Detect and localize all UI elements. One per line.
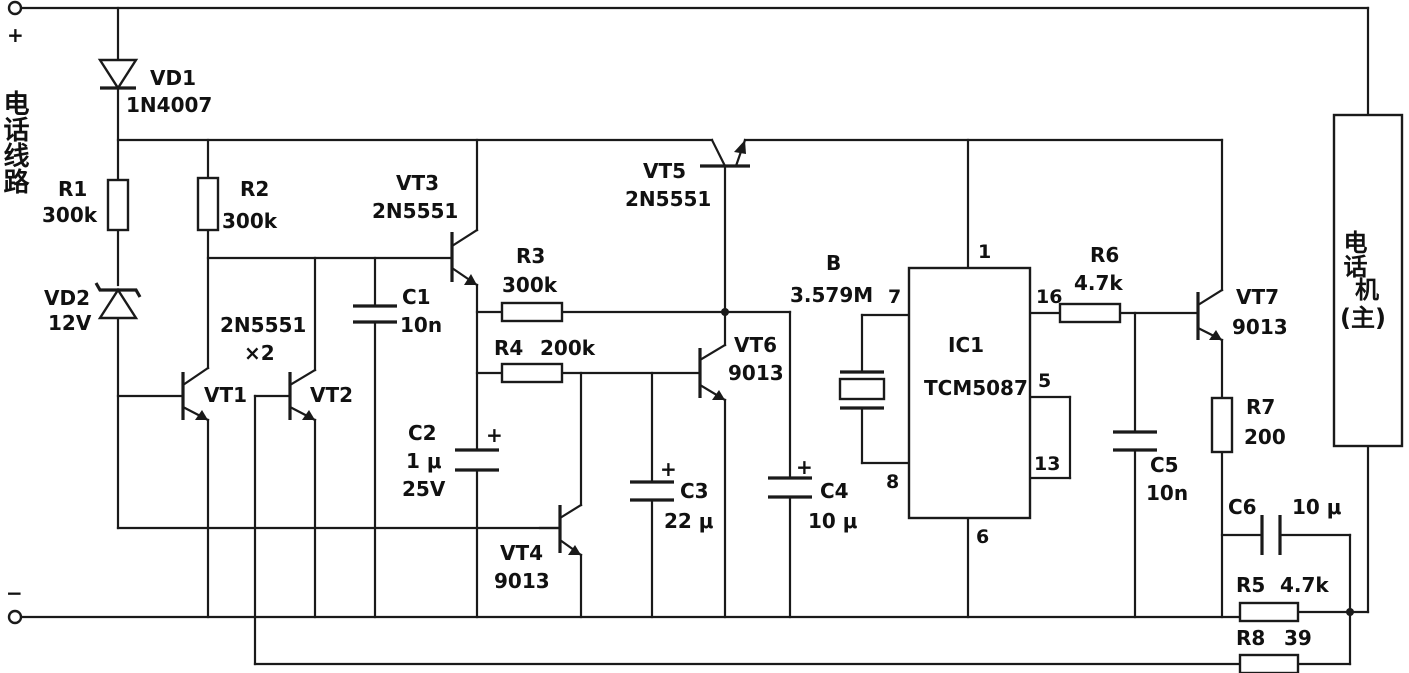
telephone-box: [1332, 113, 1404, 448]
vt5-part: 2N5551: [625, 187, 711, 211]
positive-terminal: [7, 0, 23, 16]
vt6-transistor: [698, 343, 727, 402]
r3-resistor: [500, 301, 564, 323]
r1-label: R1: [58, 177, 87, 201]
r7-resistor: [1210, 396, 1234, 454]
r8-resistor: [1238, 653, 1300, 673]
c3-label: C3: [680, 479, 709, 503]
vt3-label: VT3: [396, 171, 439, 195]
vt6-part: 9013: [728, 361, 784, 385]
vt4-label: VT4: [500, 541, 543, 565]
ic1-pin-7: 7: [888, 286, 901, 308]
c5-label: C5: [1150, 453, 1179, 477]
line-label: 电话线路: [0, 90, 29, 194]
crystal-value: 3.579M: [790, 283, 873, 307]
r7-label: R7: [1246, 395, 1275, 419]
r5-label: R5: [1236, 573, 1265, 597]
r5-value: 4.7k: [1280, 573, 1329, 597]
c3-capacitor: [630, 480, 674, 502]
vd1-part: 1N4007: [126, 93, 212, 117]
r7-value: 200: [1244, 425, 1286, 449]
r8-label: R8: [1236, 626, 1265, 650]
junction-dot: [721, 308, 729, 316]
c1-capacitor: [353, 304, 397, 324]
vt1-label: VT1: [204, 383, 247, 407]
crystal-b: [838, 370, 886, 410]
c2-label: C2: [408, 421, 437, 445]
c4-polarity: +: [796, 455, 813, 479]
c3-polarity: +: [660, 457, 677, 481]
c6-value: 10 μ: [1292, 495, 1342, 519]
vt2-transistor: [288, 368, 317, 422]
vt12-part: 2N5551: [220, 313, 306, 337]
c5-capacitor: [1113, 430, 1157, 452]
r2-value: 300k: [222, 209, 278, 233]
vt1-transistor: [181, 366, 210, 422]
r8-value: 39: [1284, 626, 1312, 650]
ic1-chip: [907, 266, 1032, 520]
c2-voltage: 25V: [402, 477, 446, 501]
ic1-pin-8: 8: [886, 471, 899, 493]
junction-dot: [1346, 608, 1354, 616]
c1-value: 10n: [400, 313, 442, 337]
c5-value: 10n: [1146, 481, 1188, 505]
c2-value: 1 μ: [406, 449, 442, 473]
minus-sign: −: [6, 581, 23, 605]
vt5-label: VT5: [643, 159, 686, 183]
phone-label-line1: 电话: [1339, 230, 1367, 279]
negative-terminal: [7, 609, 23, 625]
ic1-pin-16: 16: [1036, 286, 1062, 308]
ic1-label: IC1: [948, 333, 984, 357]
ic1-pin-13: 13: [1034, 453, 1060, 475]
vt3-transistor: [450, 228, 479, 287]
vd1-diode: [97, 58, 139, 91]
plus-sign: +: [7, 23, 24, 47]
ic1-pin-5: 5: [1038, 370, 1051, 392]
r4-label: R4: [494, 336, 523, 360]
vd1-label: VD1: [150, 66, 196, 90]
crystal-label: B: [826, 251, 841, 275]
vt3-part: 2N5551: [372, 199, 458, 223]
c6-capacitor: [1260, 515, 1282, 555]
vt4-part: 9013: [494, 569, 550, 593]
vt7-transistor: [1196, 288, 1224, 342]
r3-value: 300k: [502, 273, 558, 297]
phone-label-line3: (主): [1340, 304, 1386, 332]
c1-label: C1: [402, 285, 431, 309]
vt4-transistor: [558, 503, 583, 557]
r6-resistor: [1058, 302, 1122, 324]
r4-resistor: [500, 362, 564, 384]
c3-value: 22 μ: [664, 509, 714, 533]
vt7-label: VT7: [1236, 285, 1279, 309]
c2-polarity: +: [486, 423, 503, 447]
r2-resistor: [196, 176, 220, 232]
c4-value: 10 μ: [808, 509, 858, 533]
r5-resistor: [1238, 601, 1300, 623]
ic1-pin-6: 6: [976, 526, 989, 548]
r3-label: R3: [516, 244, 545, 268]
vt6-label: VT6: [734, 333, 777, 357]
vt5-transistor: [700, 138, 750, 168]
c2-capacitor: [455, 448, 499, 472]
wires: [20, 6, 1370, 666]
vd2-value: 12V: [48, 311, 92, 335]
r6-value: 4.7k: [1074, 271, 1123, 295]
ic1-pin-1: 1: [978, 241, 991, 263]
vt12-qty: ×2: [244, 341, 275, 365]
r1-value: 300k: [42, 203, 98, 227]
r6-label: R6: [1090, 243, 1119, 267]
vt2-label: VT2: [310, 383, 353, 407]
vd2-zener: [94, 282, 142, 320]
phone-label-line2: 机: [1355, 276, 1379, 304]
c6-label: C6: [1228, 495, 1257, 519]
r4-value: 200k: [540, 336, 596, 360]
vt7-part: 9013: [1232, 315, 1288, 339]
ic1-part: TCM5087: [924, 376, 1028, 400]
vd2-label: VD2: [44, 286, 90, 310]
c4-capacitor: [768, 476, 812, 499]
r1-resistor: [106, 178, 130, 232]
c4-label: C4: [820, 479, 849, 503]
r2-label: R2: [240, 177, 269, 201]
